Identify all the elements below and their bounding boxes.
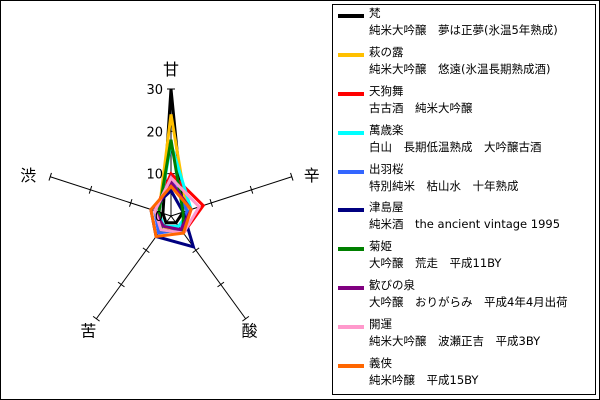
legend-series-desc: 純米酒 the ancient vintage 1995 bbox=[369, 217, 561, 232]
legend-series-desc: 大吟醸 おりがらみ 平成4年4月出荷 bbox=[369, 295, 568, 310]
axis-tick-mark bbox=[48, 172, 52, 181]
tick-label: 0 bbox=[155, 210, 163, 225]
legend-swatch bbox=[338, 247, 364, 252]
legend-series-desc: 特別純米 枯山水 十年熟成 bbox=[369, 178, 519, 193]
axis-tick-mark bbox=[129, 198, 133, 207]
legend-series-name: 開運 bbox=[369, 317, 392, 332]
legend-swatch bbox=[338, 325, 364, 330]
legend-series-name: 義侠 bbox=[369, 356, 392, 371]
legend-entry: 萬歳楽白山 長期低温熟成 大吟醸古酒 bbox=[333, 122, 595, 161]
legend-swatch bbox=[338, 130, 364, 135]
legend-swatch bbox=[338, 364, 364, 369]
series-line-8 bbox=[153, 175, 202, 235]
legend-entry: 津島屋純米酒 the ancient vintage 1995 bbox=[333, 199, 595, 238]
legend-entry: 萩の露純米大吟醸 悠遠(氷温長期熟成酒) bbox=[333, 44, 595, 83]
axis-tick-mark bbox=[209, 198, 213, 207]
axis-tick-mark bbox=[249, 185, 254, 194]
legend-series-name: 梵 bbox=[369, 6, 381, 20]
axis-tick-mark bbox=[242, 315, 250, 322]
legend-entry: 開運純米大吟醸 波瀬正吉 平成3BY bbox=[333, 316, 595, 355]
legend-entry: 天狗舞古古酒 純米大吟醸 bbox=[333, 83, 595, 122]
tick-label: 30 bbox=[146, 83, 163, 98]
legend-entry: 出羽桜特別純米 枯山水 十年熟成 bbox=[333, 161, 595, 200]
legend-series-desc: 大吟醸 荒走 平成11BY bbox=[369, 256, 502, 271]
legend-series-desc: 純米大吟醸 悠遠(氷温長期熟成酒) bbox=[369, 61, 551, 76]
axis-label-4: 渋 bbox=[20, 166, 36, 185]
axis-tick-mark bbox=[117, 281, 125, 288]
axis-label-2: 酸 bbox=[242, 322, 258, 341]
legend-swatch bbox=[338, 286, 364, 291]
series-line-9 bbox=[149, 184, 193, 239]
legend: 梵純米大吟醸 夢は正夢(氷温5年熟成)萩の露純米大吟醸 悠遠(氷温長期熟成酒)天… bbox=[332, 4, 596, 395]
legend-entry: 義侠純米吟醸 平成15BY bbox=[333, 355, 595, 394]
legend-series-desc: 白山 長期低温熟成 大吟醸古酒 bbox=[369, 139, 542, 154]
legend-series-name: 出羽桜 bbox=[369, 161, 404, 176]
legend-series-desc: 純米吟醸 平成15BY bbox=[369, 373, 479, 388]
legend-entry: 菊姫大吟醸 荒走 平成11BY bbox=[333, 238, 595, 277]
legend-entry: 歓びの泉大吟醸 おりがらみ 平成4年4月出荷 bbox=[333, 277, 595, 316]
legend-swatch bbox=[338, 52, 364, 57]
legend-series-name: 萬歳楽 bbox=[369, 122, 404, 137]
axis-tick-mark bbox=[88, 185, 93, 194]
legend-series-desc: 古古酒 純米大吟醸 bbox=[369, 100, 473, 115]
legend-series-name: 津島屋 bbox=[369, 200, 404, 215]
legend-series-desc: 純米大吟醸 夢は正夢(氷温5年熟成) bbox=[369, 23, 558, 37]
axis-label-0: 甘 bbox=[163, 60, 179, 79]
legend-series-name: 菊姫 bbox=[369, 239, 392, 254]
tick-label: 10 bbox=[146, 168, 163, 183]
axis-label-1: 辛 bbox=[304, 166, 320, 185]
legend-series-name: 歓びの泉 bbox=[369, 278, 415, 293]
axis-tick-mark bbox=[142, 247, 150, 254]
legend-series-name: 天狗舞 bbox=[369, 83, 404, 98]
legend-swatch bbox=[338, 169, 364, 174]
legend-series-name: 萩の露 bbox=[369, 44, 404, 59]
legend-series-desc: 純米大吟醸 波瀬正吉 平成3BY bbox=[369, 334, 541, 349]
axis-label-3: 苦 bbox=[80, 322, 96, 341]
tick-label: 20 bbox=[146, 125, 163, 140]
legend-entry: 梵純米大吟醸 夢は正夢(氷温5年熟成) bbox=[333, 5, 595, 44]
axis-tick-mark bbox=[192, 247, 200, 254]
legend-swatch bbox=[338, 91, 364, 96]
legend-swatch bbox=[338, 14, 364, 18]
axis-tick-mark bbox=[92, 315, 100, 322]
legend-swatch bbox=[338, 208, 364, 213]
axis-tick-mark bbox=[217, 281, 225, 288]
axis-tick-mark bbox=[290, 172, 294, 181]
